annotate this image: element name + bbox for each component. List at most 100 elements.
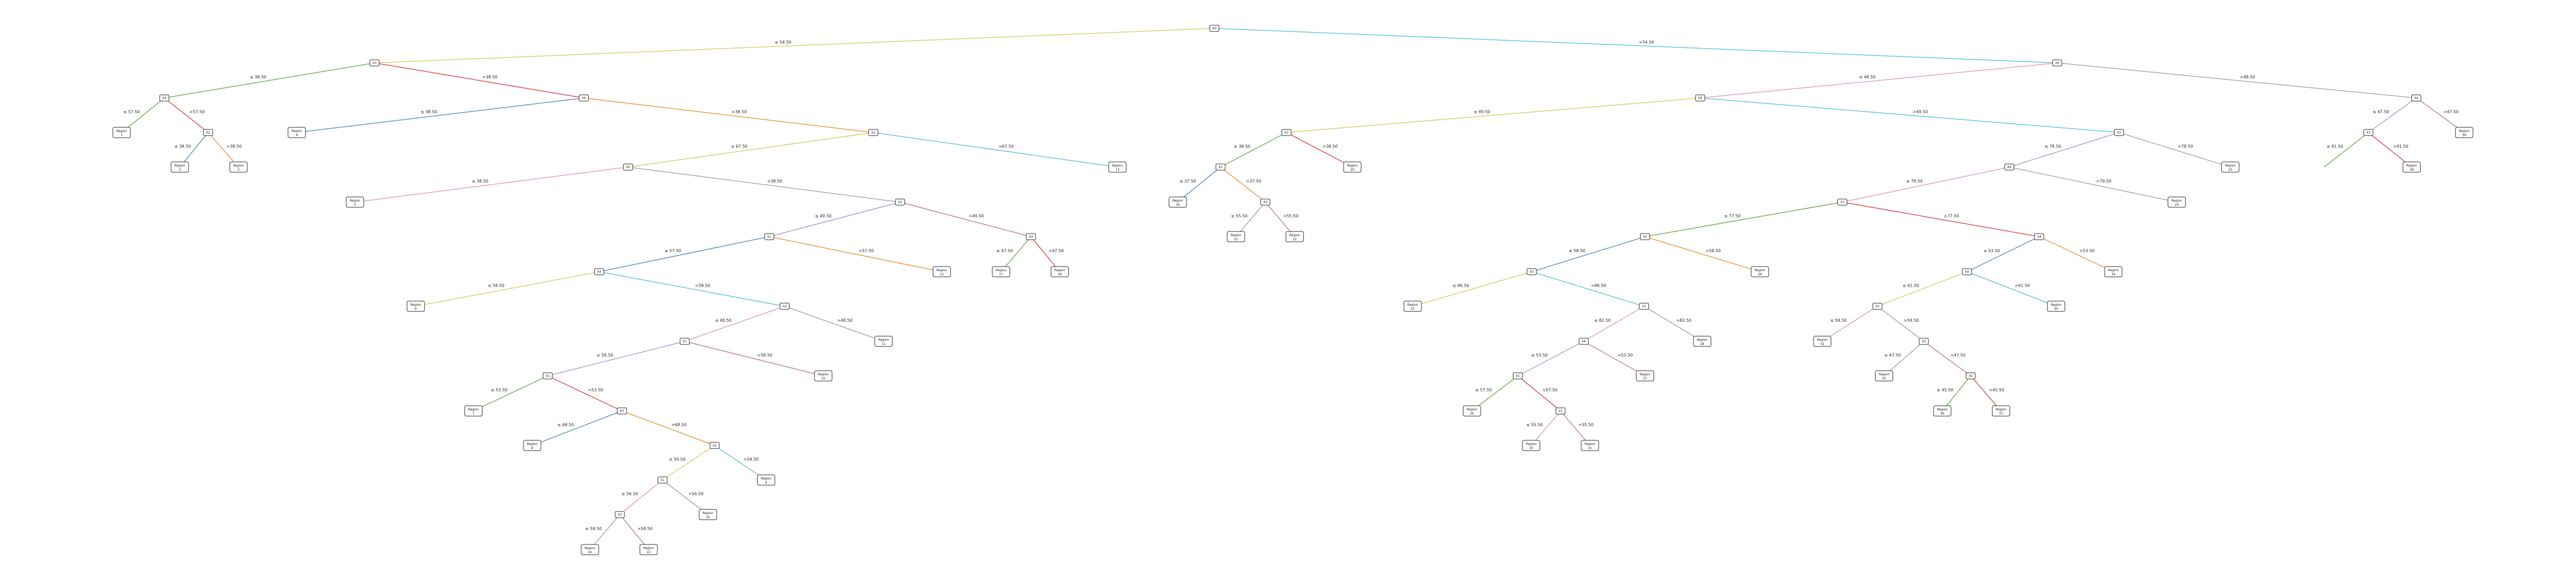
tree-edge-n35-L33 [1884,341,1924,376]
tree-edge-n7-n8 [769,202,901,237]
split-node-label: X3 [618,513,622,517]
split-node: X4 [2004,163,2014,171]
edge-label: ≤ 57.50 [1475,388,1492,392]
edge-label: >59.50 [1904,318,1919,323]
tree-edge-n4-L4 [296,97,584,133]
split-node: X3 [895,198,905,206]
tree-edge-n20-n22 [1220,132,1287,168]
leaf-node-number: 2 [179,168,181,172]
tree-edge-n8-n9 [599,236,770,272]
edge-label: >56.50 [688,492,704,497]
tree-edge-n32-L31 [1560,410,1590,446]
tree-edge-n32-L30 [1531,410,1561,446]
leaf-node-title: Region [937,269,947,272]
tree-edge-n13-L17 [1001,236,1031,272]
split-node: X4 [159,94,170,102]
tree-edge-n8-L12 [769,236,942,272]
split-node-label: X3 [1029,235,1033,239]
edge-label: >53.50 [1618,353,1633,358]
leaf-node-title: Region [2459,129,2470,133]
tree-edge-n17-n18 [619,479,663,515]
leaf-node-number: 32 [1820,342,1824,346]
tree-edge-n38-L39 [2416,97,2465,133]
edge-label: >57.50 [859,249,874,253]
edge-label: >53.50 [2079,249,2095,253]
tree-edge-n30-L34 [2039,236,2114,272]
split-node: X0 [1209,25,1219,32]
split-node-label: X0 [2055,61,2059,65]
leaf-node-number: 8 [531,446,533,450]
split-node-label: X3 [620,409,624,413]
leaf-node-title: Region [1290,234,1300,237]
leaf-node-number: 33 [1882,377,1886,381]
edge-label: ≤ 59.50 [1830,318,1846,323]
tree-edge-n16-L9 [714,445,767,481]
leaf-node-number: 3 [238,168,240,172]
edge-label: >78.50 [2178,144,2193,149]
split-node-label: X1 [2117,131,2121,135]
tree-edge-n25-n30 [1842,202,2040,237]
edge-label: >59.50 [743,457,759,462]
split-node: X1 [543,372,553,379]
tree-edge-n33-n34 [1877,271,1968,307]
edge-label: ≤ 47.50 [996,249,1013,253]
edge-label: ≤ 55.50 [1526,423,1543,427]
split-node: X4 [2411,94,2421,102]
tree-edge-n22-n23 [1220,167,1266,203]
edge-label: ≤ 57.50 [665,249,681,253]
split-node-label: X1 [767,235,771,239]
split-node-label: X4 [162,96,166,100]
leaf-node-title: Region [1755,269,1766,272]
tree-edge-n3-L3 [208,132,239,168]
edge-label: >55.50 [1579,423,1594,427]
tree-edge-n9-L6 [415,271,600,307]
split-node-label: X1 [683,340,687,343]
edge-label: >86.50 [1591,284,1606,288]
tree-edge-n29-L27 [1583,341,1646,376]
tree-edge-n12-L7 [473,375,548,411]
edge-label: ≤ 82.50 [1594,318,1611,323]
tree-edge-n6-L5 [354,167,629,203]
leaf-node-title: Region [1585,442,1596,446]
split-node-label: X3 [2366,131,2370,135]
edge-label: ≤ 54.50 [775,40,791,45]
edge-label: >38.50 [1323,144,1338,149]
split-node: X0 [1962,268,1972,275]
leaf-node-title: Region [703,511,714,515]
leaf-node-number: 34 [2111,273,2115,276]
split-node-label: X1 [1840,201,1844,204]
split-node-label: X1 [1558,409,1563,413]
edge-label: ≤ 53.50 [1531,353,1548,358]
edge-label: ≤ 58.50 [488,284,504,288]
leaf-node-title: Region [116,129,127,133]
tree-edge-n30-n33 [1967,236,2040,272]
split-node: X2 [709,442,720,449]
leaf-node-title: Region [2172,199,2182,203]
split-node-label: X1 [546,374,550,378]
leaf-node-title: Region [292,129,302,133]
leaf-node-title: Region [2051,303,2062,307]
split-node-label: X2 [783,305,787,308]
tree-edge-n22-L19 [1177,167,1221,203]
split-node: X1 [764,233,774,240]
split-node-label: X2 [206,131,210,135]
split-node-label: X0 [626,166,630,169]
edge-label: ≤ 38.50 [420,110,437,114]
edge-label: >67.50 [998,144,1014,149]
tree-edge-n15-L8 [532,410,622,446]
leaf-node-number: 17 [999,273,1003,276]
split-node-label: X0 [1212,27,1216,30]
edge-label: >38.50 [482,75,498,79]
tree-edge-n11-L10 [684,341,824,376]
split-node: X2 [1965,372,1976,379]
